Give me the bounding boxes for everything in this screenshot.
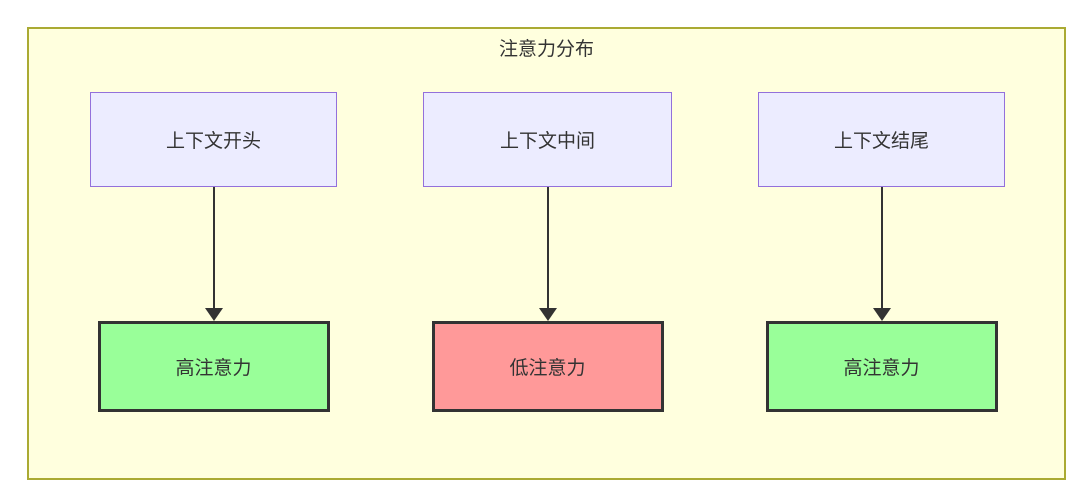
target-node-attention-1: 高注意力 bbox=[97, 321, 330, 412]
target-node-attention-3: 高注意力 bbox=[765, 321, 998, 412]
target-node-attention-2: 低注意力 bbox=[431, 321, 664, 412]
node-label: 低注意力 bbox=[509, 358, 586, 379]
flow-column: 上下文中间 低注意力 bbox=[423, 92, 672, 412]
source-node-context-start: 上下文开头 bbox=[90, 92, 337, 187]
arrow-head-icon bbox=[204, 308, 223, 321]
arrow-head-icon bbox=[872, 308, 891, 321]
diagram-title: 注意力分布 bbox=[498, 39, 594, 60]
source-node-context-end: 上下文结尾 bbox=[758, 92, 1005, 187]
node-label: 高注意力 bbox=[175, 358, 252, 379]
source-node-context-middle: 上下文中间 bbox=[423, 92, 672, 187]
arrow-down-icon bbox=[204, 187, 223, 321]
arrow-shaft bbox=[880, 187, 883, 308]
arrow-shaft bbox=[546, 187, 549, 308]
flow-column: 上下文开头 高注意力 bbox=[90, 92, 337, 412]
node-label: 上下文中间 bbox=[499, 131, 595, 152]
node-label: 高注意力 bbox=[843, 358, 920, 379]
arrow-down-icon bbox=[538, 187, 557, 321]
node-label: 上下文开头 bbox=[165, 131, 261, 152]
arrow-head-icon bbox=[538, 308, 557, 321]
arrow-down-icon bbox=[872, 187, 891, 321]
flow-column: 上下文结尾 高注意力 bbox=[758, 92, 1005, 412]
arrow-shaft bbox=[212, 187, 215, 308]
node-label: 上下文结尾 bbox=[833, 131, 929, 152]
subgraph-container: 注意力分布 上下文开头 高注意力 上下文中间 低注意力 bbox=[27, 27, 1066, 480]
